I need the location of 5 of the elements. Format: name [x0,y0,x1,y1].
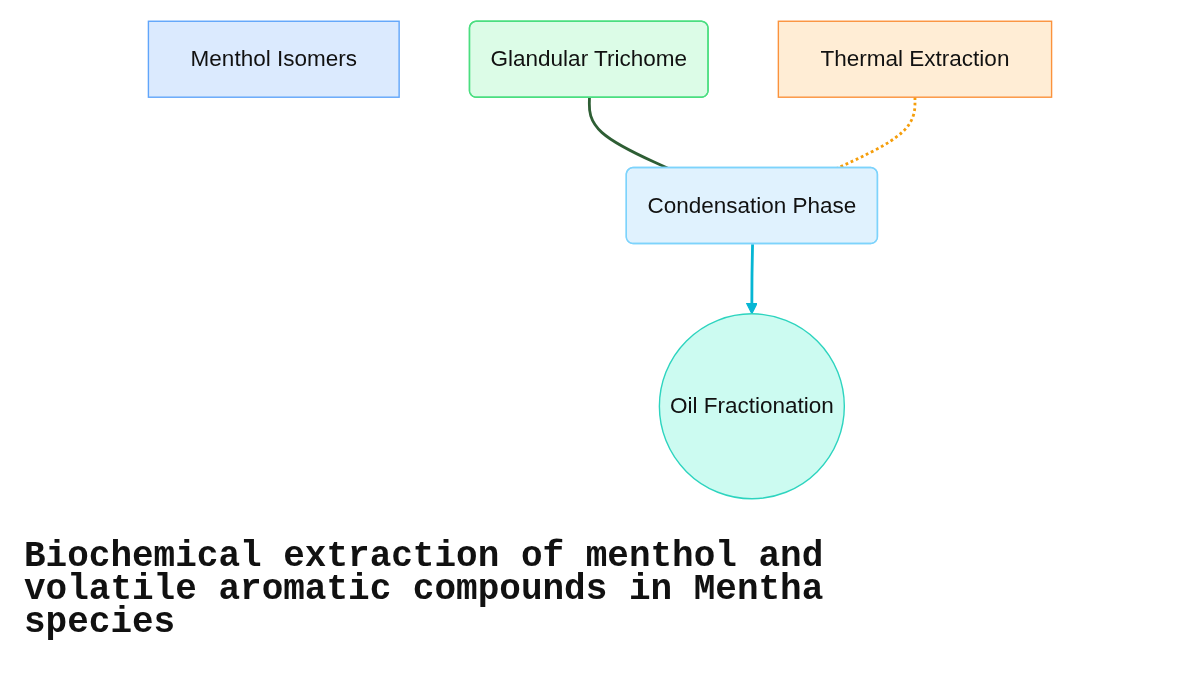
node-box: Menthol Isomers [147,20,400,98]
node-box: Thermal Extraction [777,20,1053,98]
node-circle: Oil Fractionation [658,313,846,500]
diagram-title: Biochemical extraction of menthol and volatile aromatic compounds in Mentha species [24,540,825,639]
arrow [745,244,759,315]
